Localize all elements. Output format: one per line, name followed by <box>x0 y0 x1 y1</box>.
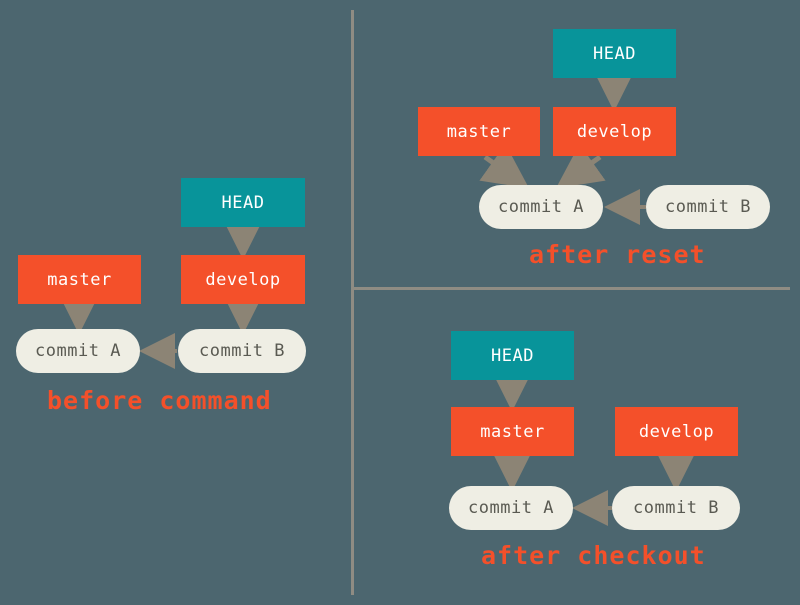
before-commit-a-pill[interactable]: commit A <box>16 329 140 373</box>
reset-commit-b-pill[interactable]: commit B <box>646 185 770 229</box>
reset-caption: after reset <box>529 240 706 269</box>
arrow-master-to-commit-a-reset <box>479 143 530 189</box>
checkout-master-box[interactable]: master <box>451 407 574 456</box>
before-master-box[interactable]: master <box>18 255 141 304</box>
before-commit-b-pill[interactable]: commit B <box>178 329 306 373</box>
vertical-divider <box>351 10 354 595</box>
reset-head-box[interactable]: HEAD <box>553 29 676 78</box>
checkout-caption: after checkout <box>481 541 706 570</box>
checkout-commit-b-pill[interactable]: commit B <box>612 486 740 530</box>
checkout-commit-a-pill[interactable]: commit A <box>449 486 573 530</box>
before-head-box[interactable]: HEAD <box>181 178 305 227</box>
before-caption: before command <box>47 386 272 415</box>
before-develop-box[interactable]: develop <box>181 255 305 304</box>
reset-develop-box[interactable]: develop <box>553 107 676 156</box>
checkout-develop-box[interactable]: develop <box>615 407 738 456</box>
reset-commit-a-pill[interactable]: commit A <box>479 185 603 229</box>
reset-master-box[interactable]: master <box>418 107 540 156</box>
arrow-develop-to-commit-a-reset <box>555 143 606 189</box>
checkout-head-box[interactable]: HEAD <box>451 331 574 380</box>
horizontal-divider <box>351 287 790 290</box>
